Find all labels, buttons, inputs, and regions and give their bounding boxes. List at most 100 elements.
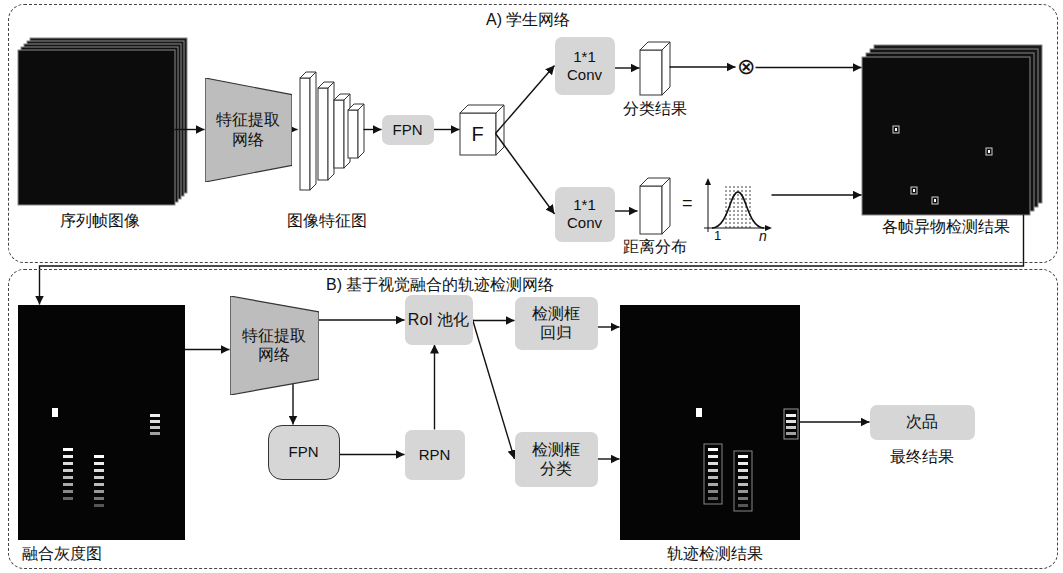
flow-arrow <box>175 129 205 130</box>
node-label: 1*1 Conv <box>555 48 615 84</box>
trail-blob <box>708 476 718 479</box>
image-caption: 序列帧图像 <box>60 212 140 230</box>
detection-box <box>911 187 917 194</box>
map-front <box>318 88 328 180</box>
cube-side <box>496 105 504 155</box>
image-node: 图像特征图 <box>298 70 364 192</box>
bin-line <box>750 186 751 228</box>
flow-arrow <box>319 319 405 320</box>
bin-line <box>742 186 743 228</box>
flow-arrow <box>292 383 293 425</box>
trail-blob <box>786 426 796 429</box>
image-caption: 最终结果 <box>890 448 954 466</box>
detection-dot <box>988 150 990 153</box>
trail-blob <box>150 414 160 417</box>
trail-blob <box>738 504 748 507</box>
map-front <box>334 100 344 168</box>
trail-blob <box>63 497 73 500</box>
node-label: RoI 池化 <box>408 310 469 329</box>
trail-blob <box>708 455 718 458</box>
trail-blob <box>708 448 718 451</box>
flow-arrow <box>800 421 870 422</box>
trail-blob <box>708 490 718 493</box>
detection-box <box>986 148 992 155</box>
flow-arrow <box>615 210 638 211</box>
flow-arrow <box>340 454 405 455</box>
trapezoid-shape <box>230 296 319 395</box>
image-caption: 轨迹检测结果 <box>667 545 763 563</box>
trail-box <box>704 444 722 504</box>
node-label: 检测框 回归 <box>515 304 598 342</box>
node-label: 1*1 Conv <box>555 196 615 232</box>
process-box: 检测框 回归 <box>515 297 598 350</box>
output-block <box>640 178 670 234</box>
image-node: 距离分布 <box>638 176 772 236</box>
trail-blob <box>63 469 73 472</box>
frame-stack <box>18 38 187 205</box>
detection-marks <box>893 126 992 204</box>
process-box: 1*1 Conv <box>555 37 615 95</box>
node-label: 次品 <box>906 412 938 431</box>
flow-arrow <box>292 129 298 130</box>
node-label: 特征提取 网络 <box>230 326 319 364</box>
trail-blob <box>63 483 73 486</box>
trail-blob <box>63 448 73 451</box>
node-label: ⊗ <box>737 56 755 78</box>
trail-blob <box>94 469 104 472</box>
flow-arrow <box>185 349 230 350</box>
plot-axis <box>708 182 709 232</box>
flow-arrow <box>756 67 862 68</box>
trail-blob <box>150 432 160 435</box>
trail-blob <box>738 490 748 493</box>
image-ground <box>620 305 800 540</box>
trail-blob <box>738 497 748 500</box>
trail-blob <box>696 408 702 417</box>
node-label: FPN <box>393 121 423 139</box>
image-node: 融合灰度图 <box>18 305 185 540</box>
result-stack <box>862 45 1042 215</box>
process-box: FPN <box>268 425 340 480</box>
bin-line <box>734 186 735 228</box>
trail-blob <box>738 476 748 479</box>
trail-blob <box>786 420 796 423</box>
image-node: 各帧异物检测结果 <box>862 57 1030 215</box>
symbol-node: F <box>460 113 496 155</box>
node-label: F <box>471 122 483 146</box>
trail-blob <box>63 455 73 458</box>
trail-blob <box>94 462 104 465</box>
trail-blob <box>94 483 104 486</box>
region-title: A) 学生网络 <box>486 11 570 29</box>
map-side <box>328 82 334 180</box>
node-label: RPN <box>419 446 451 464</box>
output-block <box>640 42 670 95</box>
block-front <box>640 186 662 234</box>
trail-blob <box>738 462 748 465</box>
trail-box <box>734 451 752 511</box>
plot-label: n <box>759 229 767 244</box>
detection-dot <box>895 128 897 131</box>
network-region: A) 学生网络序列帧图像特征提取 网络图像特征图FPNF1*1 Conv1*1 … <box>8 4 1058 263</box>
block-side <box>662 42 670 95</box>
detection-box <box>893 126 899 133</box>
node-label: 特征提取 网络 <box>205 110 292 148</box>
process-box: RPN <box>405 430 465 480</box>
trail-blob <box>786 414 796 417</box>
cube-front <box>460 113 496 155</box>
flow-arrow <box>473 320 515 321</box>
map-side <box>310 72 316 190</box>
block-front <box>640 50 662 95</box>
axis-arrow <box>705 178 711 185</box>
trajectory-image <box>620 305 800 540</box>
image-caption: 距离分布 <box>623 238 687 256</box>
trail-blob <box>94 490 104 493</box>
flow-arrow <box>496 66 555 134</box>
image-caption: 图像特征图 <box>287 212 367 230</box>
map-front <box>300 78 310 190</box>
trail-blob <box>52 408 58 417</box>
symbol-node: ⊗ <box>736 56 756 79</box>
node-label: FPN <box>289 443 319 461</box>
flow-arrow <box>40 215 1024 305</box>
flow-arrow <box>670 66 736 67</box>
trail-blob <box>738 469 748 472</box>
trail-blob <box>63 476 73 479</box>
